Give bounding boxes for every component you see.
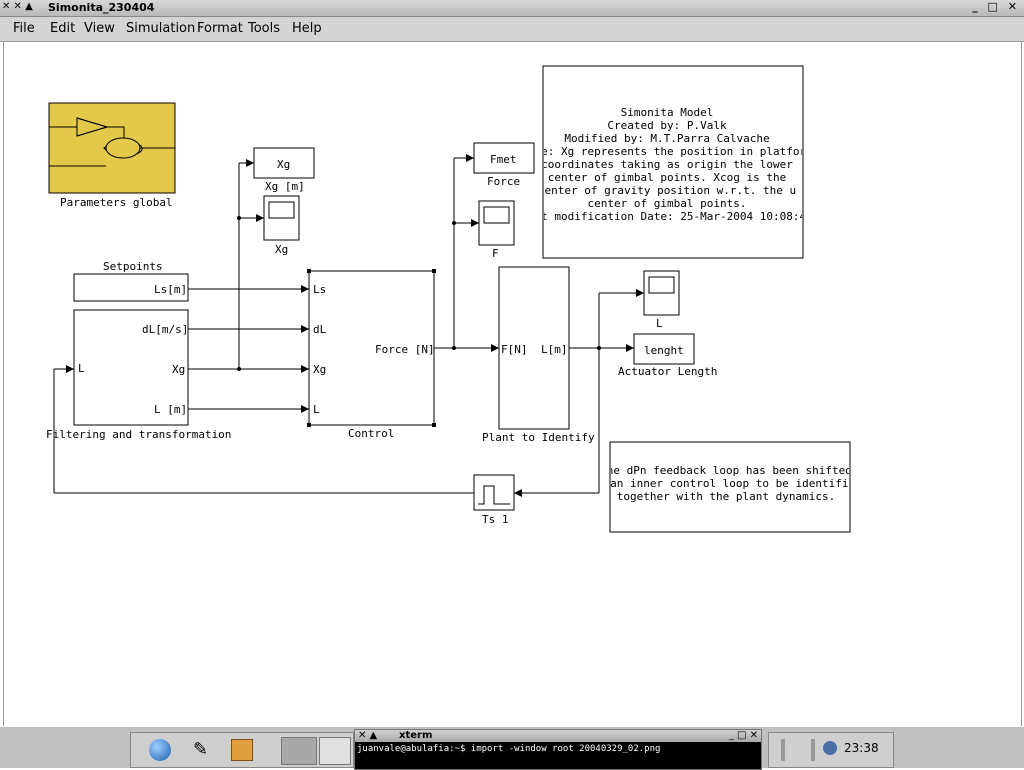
title-bar: ✕ ✕ ▲ Simonita_230404 _ □ ✕ (0, 0, 1024, 17)
parameters-global-block[interactable] (48, 102, 176, 194)
ts1-label: Ts 1 (482, 513, 509, 526)
plant-output: L[m] (541, 343, 568, 356)
menu-edit[interactable]: Edit (50, 21, 76, 36)
window-menu-controls[interactable]: ✕ ✕ ▲ (2, 1, 33, 12)
filter-port-xg: Xg (172, 363, 185, 376)
control-in-l: L (313, 403, 320, 416)
lenght-text: lenght (644, 344, 684, 357)
parameters-global-label: Parameters global (60, 196, 173, 209)
menu-bar: File Edit View Simulation Format Tools H… (0, 17, 1024, 42)
fmet-text: Fmet (490, 153, 517, 166)
filter-port-dl: dL[m/s] (142, 323, 188, 336)
launcher-panel: ✎ (130, 732, 354, 768)
terminal-command[interactable]: juanvale@abulafia:~$ import -window root… (357, 744, 661, 754)
l-scope-label: L (656, 317, 663, 330)
window-buttons[interactable]: _ □ ✕ (972, 0, 1020, 13)
fmet-block[interactable] (473, 142, 535, 174)
feedback-note-line: as an inner control loop to be identifie… (590, 477, 862, 490)
feedback-note-line: The dPn feedback loop has been shifted (600, 464, 852, 477)
file-manager-icon[interactable] (231, 739, 253, 761)
settings-tool-icon[interactable]: ✎ (193, 739, 209, 760)
menu-help[interactable]: Help (292, 21, 322, 36)
xg-scope-label: Xg (275, 243, 288, 256)
ts1-block[interactable] (473, 474, 515, 511)
clock: 23:38 (844, 741, 879, 755)
l-scope-block[interactable] (643, 270, 680, 316)
filter-port-l: L [m] (154, 403, 187, 416)
lenght-block[interactable] (633, 333, 695, 365)
model-note-line: Simonita Model (621, 106, 714, 119)
actuator-length-label: Actuator Length (618, 365, 717, 378)
xg-display-block[interactable] (253, 147, 315, 179)
system-tray (768, 732, 894, 768)
xg-display-label: Xg [m] (265, 180, 305, 193)
menu-tools[interactable]: Tools (248, 21, 281, 36)
control-in-xg: Xg (313, 363, 326, 376)
plant-input: F[N] (501, 343, 528, 356)
menu-file[interactable]: File (13, 21, 35, 36)
control-in-ls: Ls (313, 283, 326, 296)
control-label: Control (348, 427, 394, 440)
model-note-line: coordinates taking as origin the lower (541, 158, 793, 171)
power-icon[interactable] (823, 741, 837, 755)
filtering-label: Filtering and transformation (46, 428, 231, 441)
model-canvas[interactable]: Parameters global Xg Xg [m] Xg Setpoints… (3, 42, 1022, 726)
control-in-dl: dL (313, 323, 327, 336)
tray-pager-icon[interactable] (781, 739, 815, 761)
xterm-window[interactable]: ✕ ▲ xterm _ □ ✕ juanvale@abulafia:~$ imp… (354, 729, 762, 770)
xg-display-text: Xg (277, 158, 290, 171)
model-note-line: Created by: P.Valk (607, 119, 727, 132)
feedback-note[interactable]: The dPn feedback loop has been shiftedas… (590, 441, 862, 533)
filtering-block[interactable] (73, 309, 189, 426)
setpoints-title: Setpoints (103, 260, 163, 273)
f-scope-label: F (492, 247, 499, 260)
desktop-pager[interactable] (281, 737, 317, 765)
force-label: Force (487, 175, 520, 188)
model-note-line: center of gravity position w.r.t. the u (538, 184, 796, 197)
model-note-line: Last modification Date: 25-Mar-2004 10:0… (521, 210, 812, 223)
menu-view[interactable]: View (84, 21, 115, 36)
setpoints-block[interactable] (73, 273, 189, 302)
setpoints-port: Ls[m] (154, 283, 187, 296)
feedback-note-line: together with the plant dynamics. (617, 490, 836, 503)
signal-lines (53, 154, 644, 497)
model-note-line: center of gimbal points. (588, 197, 747, 210)
model-note-line: center of gimbal points. Xcog is the (548, 171, 786, 184)
junction-points (237, 216, 601, 371)
f-scope-block[interactable] (478, 200, 515, 246)
control-block[interactable] (308, 270, 435, 426)
xterm-titlebar: ✕ ▲ xterm _ □ ✕ (355, 730, 761, 742)
xterm-menu-controls[interactable]: ✕ ▲ (358, 730, 378, 741)
xterm-window-buttons[interactable]: _ □ ✕ (728, 730, 758, 741)
globe-icon[interactable] (149, 739, 171, 761)
window-title: Simonita_230404 (48, 1, 155, 14)
filter-input-port: L (78, 362, 85, 375)
menu-format[interactable]: Format (197, 21, 243, 36)
model-note-line: Note: Xg represents the position in plat… (521, 145, 813, 158)
xg-scope-block[interactable] (263, 195, 300, 241)
terminal-icon[interactable] (319, 737, 351, 765)
control-output: Force [N] (375, 343, 435, 356)
plant-label: Plant to Identify (482, 431, 595, 444)
xterm-title: xterm (399, 730, 433, 741)
plant-block[interactable] (498, 266, 570, 430)
menu-simulation[interactable]: Simulation (126, 21, 196, 36)
model-note-line: Modified by: M.T.Parra Calvache (564, 132, 769, 145)
